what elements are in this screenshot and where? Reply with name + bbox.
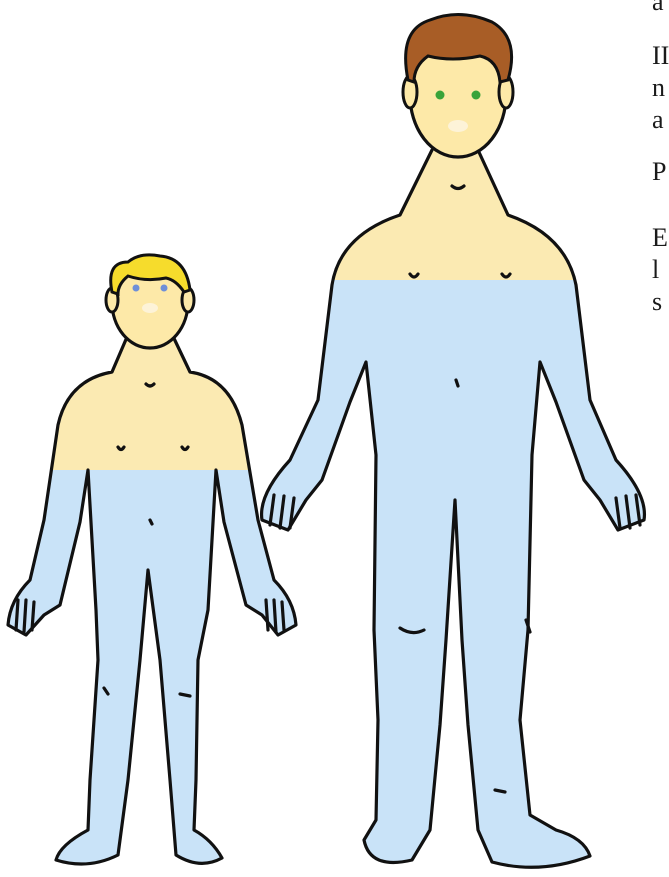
adult-ankle-mark <box>495 790 505 792</box>
adult-left-eye <box>436 91 445 100</box>
child-navel <box>150 520 152 524</box>
text-fragment: P <box>652 156 666 188</box>
adult-upper-body-region <box>250 140 669 280</box>
text-fragment: n <box>652 72 665 104</box>
child-figure <box>0 255 320 877</box>
text-fragment: s <box>652 286 662 318</box>
adult-right-eye <box>472 91 481 100</box>
text-fragment: E <box>652 222 668 254</box>
text-fragment: a <box>652 104 664 136</box>
child-left-eye <box>133 285 140 292</box>
text-fragment: l <box>652 254 659 286</box>
child-mouth <box>142 303 158 313</box>
child-right-eye <box>161 285 168 292</box>
adult-navel <box>456 380 458 386</box>
text-fragment: II <box>652 40 669 72</box>
adult-mouth <box>448 120 468 132</box>
adult-figure <box>250 14 669 877</box>
text-fragment: a <box>652 0 664 18</box>
